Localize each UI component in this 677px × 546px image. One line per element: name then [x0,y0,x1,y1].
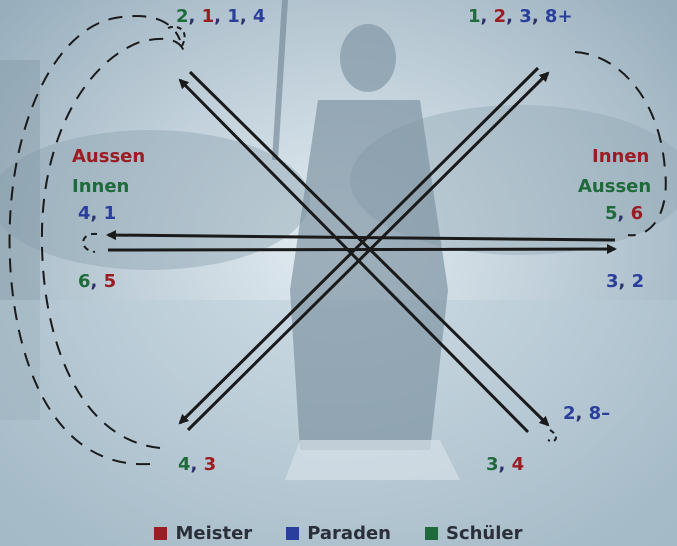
label-separator: , [214,6,228,27]
word-left-aussen: Aussen [72,146,146,167]
label-number: 3 [203,454,217,475]
label-number: 1 [103,203,117,224]
label-number: 3 [519,6,532,27]
cut-arrow-br-to-tl [178,78,530,434]
label-separator: , [618,271,632,292]
word-right-aussen: Aussen [578,176,652,197]
cut-arrow-tr-to-bl [178,66,540,425]
legend-item-schueler: Schüler [424,520,523,546]
dashed-loop-right [574,51,667,237]
legend-label: Paraden [307,522,391,544]
dashed-loop-left-outer [8,15,181,466]
label-top-left: 2, 1, 1, 4 [176,8,265,26]
label-number: 1 [468,6,481,27]
legend-item-paraden: Paraden [286,520,391,546]
cut-arrow-left-to-right [107,244,617,255]
label-number: 8+ [544,6,573,27]
label-separator: , [90,271,104,292]
cut-arrow-bl-to-tr [186,71,550,432]
label-separator: , [190,454,204,475]
dashed-loop-left-inner [40,37,186,449]
legend-label: Meister [175,522,253,544]
label-number: 3 [606,271,619,292]
label-number: 8– [588,403,611,424]
label-separator: , [480,6,494,27]
label-separator: , [575,403,589,424]
label-separator: , [506,6,520,27]
label-number: 1 [227,6,240,27]
label-number: 4 [178,454,191,475]
legend-label: Schüler [445,522,523,544]
legend: Meister Paraden Schüler [0,520,677,546]
legend-swatch [154,526,168,540]
word-left-innen: Innen [72,176,130,197]
label-left-lower: 6, 5 [78,273,116,291]
label-number: 2 [631,271,645,292]
label-separator: , [617,203,631,224]
label-number: 4 [511,454,525,475]
word-right-innen: Innen [592,146,650,167]
label-number: 3 [486,454,499,475]
legend-swatch [424,526,438,540]
label-number: 2 [176,6,189,27]
label-number: 2 [563,403,576,424]
label-number: 5 [103,271,117,292]
label-number: 5 [605,203,618,224]
label-number: 1 [201,6,215,27]
label-left-upper: 4, 1 [78,205,116,223]
dashed-curl-left [82,232,98,253]
label-separator: , [498,454,512,475]
label-number: 2 [493,6,507,27]
label-separator: , [239,6,253,27]
label-number: 6 [630,203,644,224]
label-top-right: 1, 2, 3, 8+ [468,8,573,26]
label-bottom-right-upper: 2, 8– [563,405,610,423]
label-separator: , [188,6,202,27]
dashed-curl-right-bottom [547,429,557,442]
label-right-lower: 3, 2 [606,273,644,291]
label-separator: , [531,6,545,27]
legend-swatch [286,526,300,540]
label-number: 6 [78,271,91,292]
label-number: 4 [252,6,266,27]
label-right-upper: 5, 6 [605,205,643,223]
label-number: 4 [78,203,91,224]
cut-arrow-right-to-left [106,230,616,242]
label-separator: , [90,203,104,224]
legend-item-meister: Meister [154,520,252,546]
label-bottom-left: 4, 3 [178,456,216,474]
dashed-curl-top-left [167,25,186,47]
label-bottom-right-lower: 3, 4 [486,456,524,474]
